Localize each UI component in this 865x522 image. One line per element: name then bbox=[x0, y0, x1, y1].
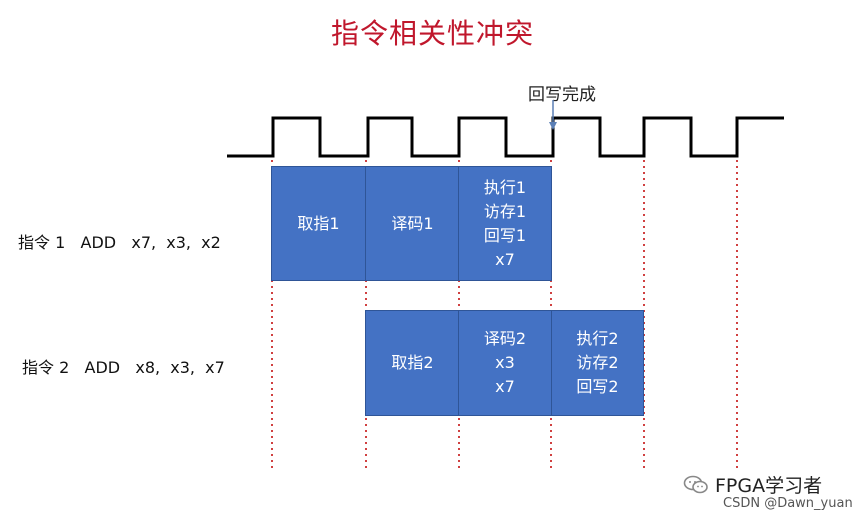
clock-waveform bbox=[227, 116, 784, 158]
stage-text: 执行1 bbox=[483, 177, 527, 197]
source-credit: CSDN @Dawn_yuan bbox=[723, 496, 853, 511]
writeback-marker-arrowhead bbox=[549, 122, 557, 130]
stage-text: x7 bbox=[495, 377, 515, 396]
diagram-title: 指令相关性冲突 bbox=[330, 17, 534, 50]
stage-text: 译码1 bbox=[391, 213, 434, 233]
stage-text: x3 bbox=[495, 353, 515, 372]
stage-text: 回写2 bbox=[576, 377, 619, 396]
instruction-2-decode-stage: 译码2 x3 x7 bbox=[458, 310, 552, 416]
stage-text: 译码2 bbox=[483, 329, 527, 348]
instruction-2-label: 指令 2 ADD x8, x3, x7 bbox=[22, 358, 225, 377]
watermark-text: FPGA学习者 bbox=[715, 475, 823, 497]
instruction-1-label: 指令 1 ADD x7, x3, x2 bbox=[18, 233, 221, 252]
wechat-icon bbox=[683, 475, 708, 493]
instruction-2-execute-stage: 执行2 访存2 回写2 bbox=[551, 310, 644, 416]
stage-text: 执行2 bbox=[576, 329, 619, 348]
stage-text: 取指2 bbox=[391, 353, 434, 372]
stage-text: x7 bbox=[495, 249, 515, 269]
instruction-1-execute-stage: 执行1 访存1 回写1 x7 bbox=[458, 166, 552, 281]
stage-text: 访存1 bbox=[483, 201, 527, 221]
writeback-complete-label: 回写完成 bbox=[528, 85, 596, 105]
instruction-1-decode-stage: 译码1 bbox=[365, 166, 460, 281]
instruction-1-fetch-stage: 取指1 bbox=[271, 166, 366, 281]
instruction-2-fetch-stage: 取指2 bbox=[365, 310, 460, 416]
watermark: FPGA学习者 bbox=[683, 471, 822, 498]
stage-text: 取指1 bbox=[297, 213, 340, 233]
stage-text: 回写1 bbox=[483, 225, 527, 245]
stage-text: 访存2 bbox=[576, 353, 619, 372]
